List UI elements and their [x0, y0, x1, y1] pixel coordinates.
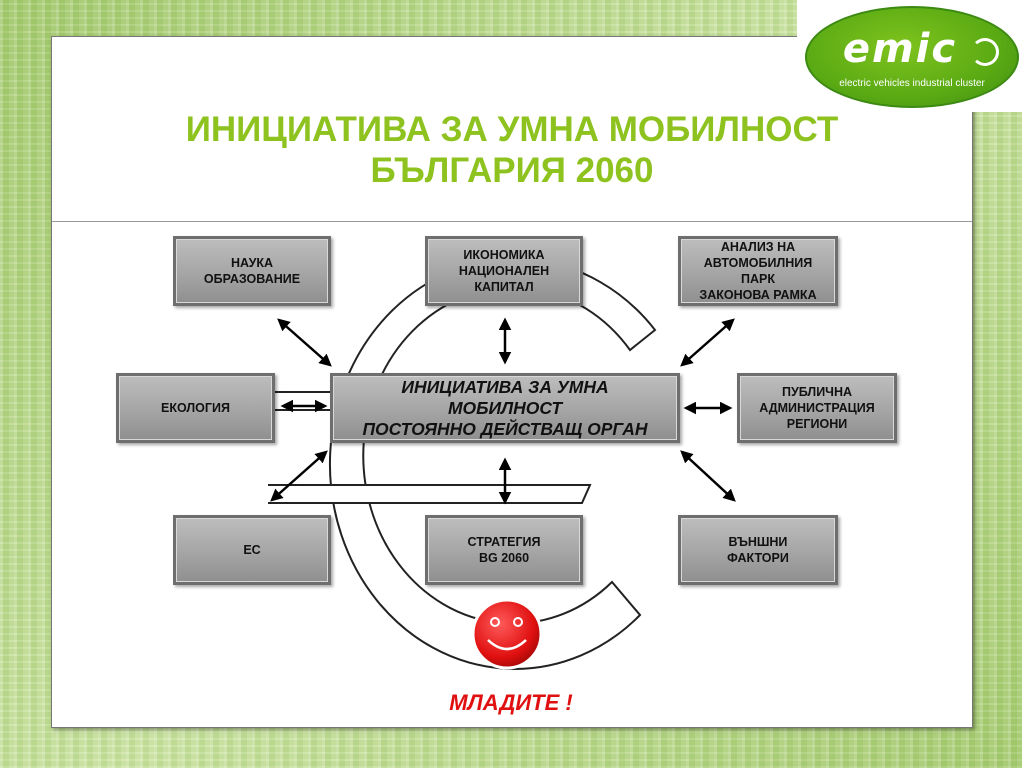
node-economy: ИКОНОМИКА НАЦИОНАЛЕН КАПИТАЛ — [425, 236, 583, 306]
logo-word: emic — [842, 26, 958, 72]
node-external-factors: ВЪНШНИ ФАКТОРИ — [678, 515, 838, 585]
title-line-2: БЪЛГАРИЯ 2060 — [370, 151, 654, 190]
node-science: НАУКА ОБРАЗОВАНИЕ — [173, 236, 331, 306]
node-center-initiative: ИНИЦИАТИВА ЗА УМНА МОБИЛНОСТ ПОСТОЯННО Д… — [330, 373, 680, 443]
logo-subtitle: electric vehicles industrial cluster — [839, 78, 985, 89]
euro-symbol — [262, 257, 657, 670]
emic-logo: emic electric vehicles industrial cluste… — [805, 6, 1019, 108]
euro-bar-bottom — [268, 484, 592, 504]
youth-label: МЛАДИТЕ ! — [449, 690, 573, 715]
node-fleet-analysis: АНАЛИЗ НА АВТОМОБИЛНИЯ ПАРК ЗАКОНОВА РАМ… — [678, 236, 838, 306]
arrow-fleet — [680, 318, 735, 367]
slide-title: ИНИЦИАТИВА ЗА УМНА МОБИЛНОСТ БЪЛГАРИЯ 20… — [52, 109, 972, 191]
node-ecology: ЕКОЛОГИЯ — [116, 373, 275, 443]
plug-icon — [971, 38, 999, 66]
arrow-science — [277, 318, 332, 367]
arrow-eu — [270, 450, 328, 502]
node-public-admin: ПУБЛИЧНА АДМИНИСТРАЦИЯ РЕГИОНИ — [737, 373, 897, 443]
smiley-icon — [471, 598, 543, 670]
arrow-external — [680, 450, 736, 502]
title-line-1: ИНИЦИАТИВА ЗА УМНА МОБИЛНОСТ — [185, 110, 839, 149]
euro-ring — [328, 257, 657, 670]
title-area: ИНИЦИАТИВА ЗА УМНА МОБИЛНОСТ БЪЛГАРИЯ 20… — [52, 37, 972, 222]
connectors — [270, 317, 736, 505]
logo-panel: emic electric vehicles industrial cluste… — [797, 0, 1022, 112]
node-strategy: СТРАТЕГИЯ BG 2060 — [425, 515, 583, 585]
node-eu: ЕС — [173, 515, 331, 585]
